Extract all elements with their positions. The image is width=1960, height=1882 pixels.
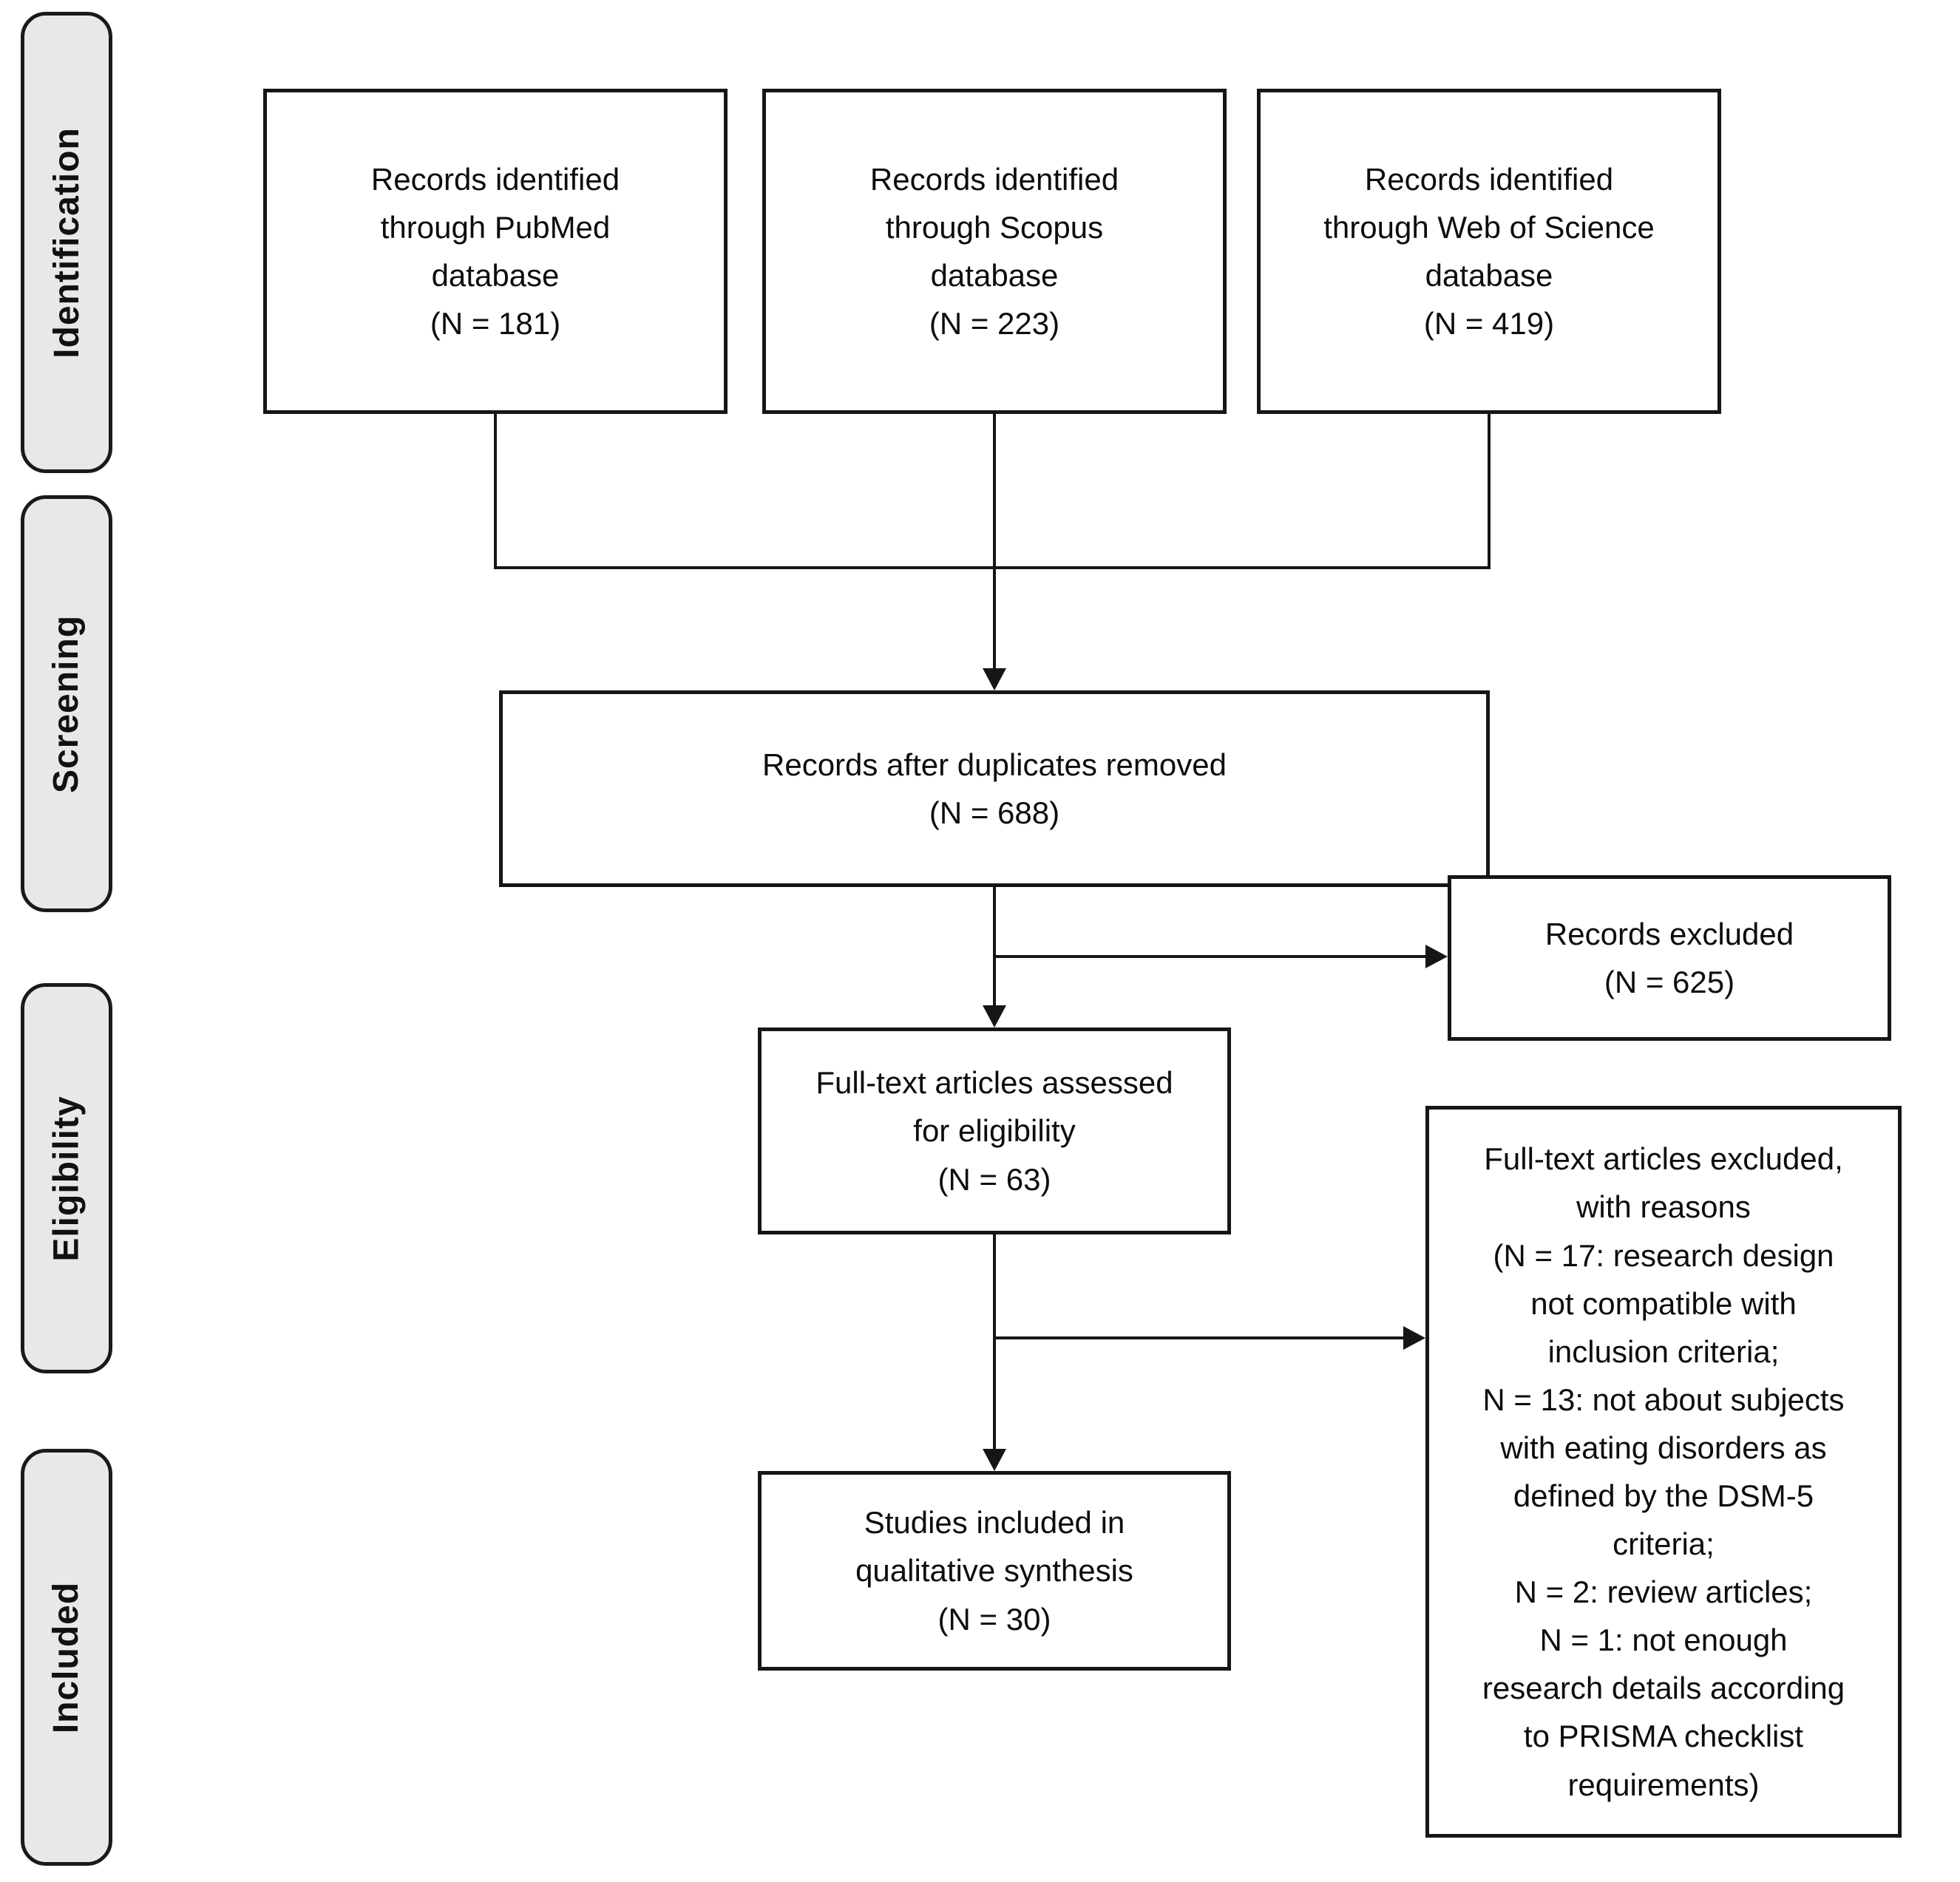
text-line: research details according: [1482, 1671, 1845, 1706]
text-line: N = 1: not enough: [1539, 1623, 1788, 1658]
stage-identification: Identification: [21, 12, 112, 473]
reasons-lines: Full-text articles excluded, with reasons…: [1482, 1135, 1845, 1808]
box-included-count: (N = 30): [937, 1601, 1051, 1637]
arrow-down-to-included-icon: [983, 1449, 1006, 1471]
text-line: with reasons: [1576, 1189, 1751, 1225]
box-excluded-count: (N = 625): [1604, 965, 1735, 999]
box-excluded-label: Records excluded: [1544, 916, 1794, 951]
box-records-excluded: Records excluded (N = 625): [1448, 875, 1891, 1041]
text-line: N = 2: review articles;: [1514, 1574, 1813, 1610]
text-line: to PRISMA checklist: [1523, 1719, 1804, 1754]
connector-fulltext-to-included: [993, 1234, 996, 1452]
stage-screening: Screening: [21, 495, 112, 912]
box-scopus-count: (N = 223): [929, 306, 1060, 342]
box-duplicates-removed: Records after duplicates removed (N = 68…: [499, 690, 1490, 887]
box-pubmed-records: Records identified through PubMed databa…: [263, 89, 728, 414]
connector-branch-records-excluded: [993, 955, 1428, 958]
connector-branch-fulltext-excluded: [993, 1336, 1405, 1339]
stage-eligibility-label: Eligibility: [47, 1095, 87, 1262]
arrow-right-to-fulltext-excluded-icon: [1403, 1326, 1425, 1350]
box-studies-included: Studies included in qualitative synthesi…: [758, 1471, 1231, 1671]
box-duplicates-label: Records after duplicates removed: [762, 747, 1227, 782]
stage-included-label: Included: [47, 1581, 87, 1733]
connector-merge-horizontal: [494, 566, 1491, 569]
text-line: not compatible with: [1530, 1285, 1797, 1321]
stage-eligibility: Eligibility: [21, 983, 112, 1373]
box-scopus-records: Records identified through Scopus databa…: [762, 89, 1227, 414]
text-line: defined by the DSM-5: [1513, 1478, 1814, 1513]
text-line: inclusion criteria;: [1547, 1334, 1780, 1369]
connector-center-vertical: [993, 412, 996, 671]
box-duplicates-count: (N = 688): [929, 795, 1060, 830]
arrow-right-to-records-excluded-icon: [1425, 945, 1448, 968]
box-fulltext-assessed: Full-text articles assessed for eligibil…: [758, 1027, 1231, 1234]
stage-screening-label: Screening: [47, 614, 87, 793]
box-web-of-science-records: Records identified through Web of Scienc…: [1257, 89, 1721, 414]
stage-identification-label: Identification: [47, 126, 87, 359]
text-line: with eating disorders as: [1500, 1430, 1827, 1465]
box-included-label: Studies included in qualitative synthesi…: [855, 1505, 1133, 1589]
text-line: N = 13: not about subjects: [1482, 1382, 1845, 1417]
box-fulltext-excluded-reasons: Full-text articles excluded, with reasons…: [1425, 1106, 1902, 1838]
box-pubmed-label: Records identified through PubMed databa…: [370, 161, 620, 293]
arrow-down-to-duplicates-icon: [983, 668, 1006, 690]
box-wos-label: Records identified through Web of Scienc…: [1323, 161, 1655, 293]
box-pubmed-count: (N = 181): [430, 306, 561, 342]
box-wos-count: (N = 419): [1423, 306, 1555, 342]
text-line: (N = 17: research design: [1493, 1237, 1834, 1273]
arrow-down-to-fulltext-icon: [983, 1005, 1006, 1027]
text-line: criteria;: [1613, 1526, 1715, 1562]
box-fulltext-label: Full-text articles assessed for eligibil…: [815, 1065, 1173, 1149]
box-scopus-label: Records identified through Scopus databa…: [869, 161, 1119, 293]
connector-duplicates-to-fulltext: [993, 887, 996, 1008]
text-line: requirements): [1567, 1767, 1760, 1802]
text-line: Full-text articles excluded,: [1484, 1141, 1843, 1177]
box-fulltext-count: (N = 63): [937, 1161, 1051, 1197]
stage-included: Included: [21, 1449, 112, 1866]
connector-wos-stub: [1488, 412, 1491, 569]
connector-pubmed-stub: [494, 412, 497, 568]
